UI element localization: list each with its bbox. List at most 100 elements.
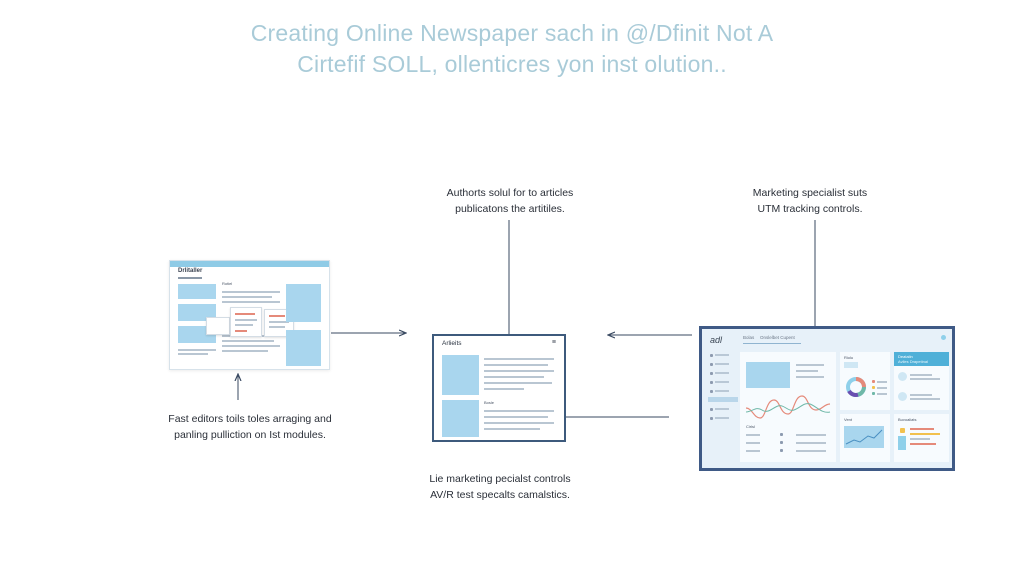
editor-block-right-1 (286, 284, 321, 322)
card-accent-line (235, 313, 255, 315)
dashboard-tab-2: Onslelbet Cupent (760, 335, 795, 340)
sidebar-nav-item (715, 390, 729, 392)
authors-caption-line-2: publicatons the artitiles. (455, 203, 565, 215)
editor-line (222, 291, 280, 293)
donut-panel-label: Riolu (844, 355, 854, 360)
dashboard-logo: adl (710, 335, 723, 345)
article-image-1 (442, 355, 479, 395)
article-label: Bosle (484, 400, 495, 405)
donut-chart (846, 377, 866, 397)
card-line (235, 319, 257, 321)
bar-grey (910, 438, 930, 440)
sidebar-nav-item-selected (708, 397, 738, 402)
main-panel-line (796, 370, 818, 372)
sidebar-nav-item (715, 381, 729, 383)
row-bullet-icon (780, 449, 783, 452)
article-title: Arlieits (442, 340, 462, 347)
editors-caption-line-1: Fast editors toils toles arraging and (168, 413, 332, 425)
article-image-2 (442, 400, 479, 437)
editor-line (222, 345, 280, 347)
article-line (484, 410, 554, 412)
editor-line (222, 350, 268, 352)
donut-panel: Riolu (840, 352, 890, 410)
article-line (484, 428, 540, 430)
title-line-2: Cirtefif SOLL, ollenticres yon inst olut… (297, 51, 727, 77)
area-chart-block (844, 426, 884, 448)
article-line (484, 388, 524, 390)
marketing-bottom-caption-line-1: Lie marketing pecialst controls (429, 473, 571, 485)
main-panel-line (746, 450, 760, 452)
profile-line (910, 378, 940, 380)
editor-line (178, 353, 208, 355)
area-chart-line (845, 429, 883, 445)
profile-line (910, 394, 932, 396)
editors-caption: Fast editors toils toles arraging and pa… (150, 411, 350, 443)
legend-line (877, 393, 887, 395)
article-line (484, 358, 554, 360)
authors-caption: Authorts solul for to articles publicato… (420, 185, 600, 217)
editor-line (222, 301, 280, 303)
main-panel-line (796, 434, 826, 436)
article-line (484, 370, 554, 372)
profile-panel-subtitle: Avlles Drapetinal (898, 359, 928, 364)
diagram-title: Creating Online Newspaper sach in @/Dfin… (0, 18, 1024, 80)
editors-caption-line-2: panling pulliction on Ist modules. (174, 429, 326, 441)
legend-swatch-icon (872, 380, 875, 383)
editor-line (178, 349, 216, 351)
bar-red (910, 443, 936, 445)
editor-floating-card-2 (230, 307, 262, 337)
dashboard-mockup: adl Bolas Onslelbet Cupent Cirlsl (699, 326, 955, 471)
editor-block-right-2 (286, 330, 321, 366)
profile-line (910, 398, 940, 400)
bar-yellow (910, 433, 940, 435)
nav-bullet-icon (710, 408, 713, 411)
profile-panel-title: Deatalin (898, 354, 913, 359)
legend-swatch-icon (872, 392, 875, 395)
bars-panel-block (898, 436, 906, 450)
dashboard-tab-underline (743, 343, 801, 344)
authors-caption-line-1: Authorts solul for to articles (446, 187, 574, 199)
sidebar-nav-item (715, 354, 729, 356)
article-mockup: Arlieits ≡ Bosle (432, 334, 566, 442)
main-panel-line (796, 442, 826, 444)
bars-panel-label: Buvoaliats (898, 417, 917, 422)
article-line (484, 364, 548, 366)
editor-mockup: Drlitaller Rotiel (169, 260, 330, 370)
legend-line (877, 381, 887, 383)
marketing-top-caption: Marketing specialist suts UTM tracking c… (730, 185, 890, 217)
editor-line (222, 340, 274, 342)
card-line (269, 326, 285, 328)
main-panel-label: Cirlsl (746, 424, 755, 429)
sidebar-nav-item (715, 363, 729, 365)
main-chart-panel: Cirlsl (740, 352, 836, 462)
area-panel-label: Vent (844, 417, 853, 422)
marketing-top-caption-line-2: UTM tracking controls. (757, 203, 863, 215)
article-line (484, 416, 548, 418)
main-panel-line (796, 364, 824, 366)
article-line (484, 422, 554, 424)
marketing-bottom-caption-line-2: AV/R test specalts camalstics. (430, 489, 570, 501)
legend-swatch-icon (872, 386, 875, 389)
nav-bullet-icon (710, 390, 713, 393)
sidebar-nav-item (715, 372, 729, 374)
title-line-1: Creating Online Newspaper sach in @/Dfin… (250, 20, 774, 46)
nav-bullet-icon (710, 363, 713, 366)
avatar-icon (898, 372, 907, 381)
marketing-bottom-caption: Lie marketing pecialst controls AV/R tes… (400, 471, 600, 503)
editor-card-label: Rotiel (222, 281, 233, 286)
profile-line (910, 374, 932, 376)
bars-panel: Buvoaliats (894, 414, 949, 462)
card-line (269, 321, 289, 323)
nav-bullet-icon (710, 417, 713, 420)
card-line (235, 324, 253, 326)
donut-panel-chip (844, 362, 858, 368)
main-panel-line (796, 450, 826, 452)
menu-icon: ≡ (551, 339, 556, 346)
row-bullet-icon (780, 441, 783, 444)
trend-line-chart (745, 395, 831, 419)
card-accent-line (269, 315, 285, 317)
nav-bullet-icon (710, 372, 713, 375)
legend-line (877, 387, 887, 389)
article-line (484, 376, 544, 378)
editor-title: Drlitaller (178, 268, 203, 274)
